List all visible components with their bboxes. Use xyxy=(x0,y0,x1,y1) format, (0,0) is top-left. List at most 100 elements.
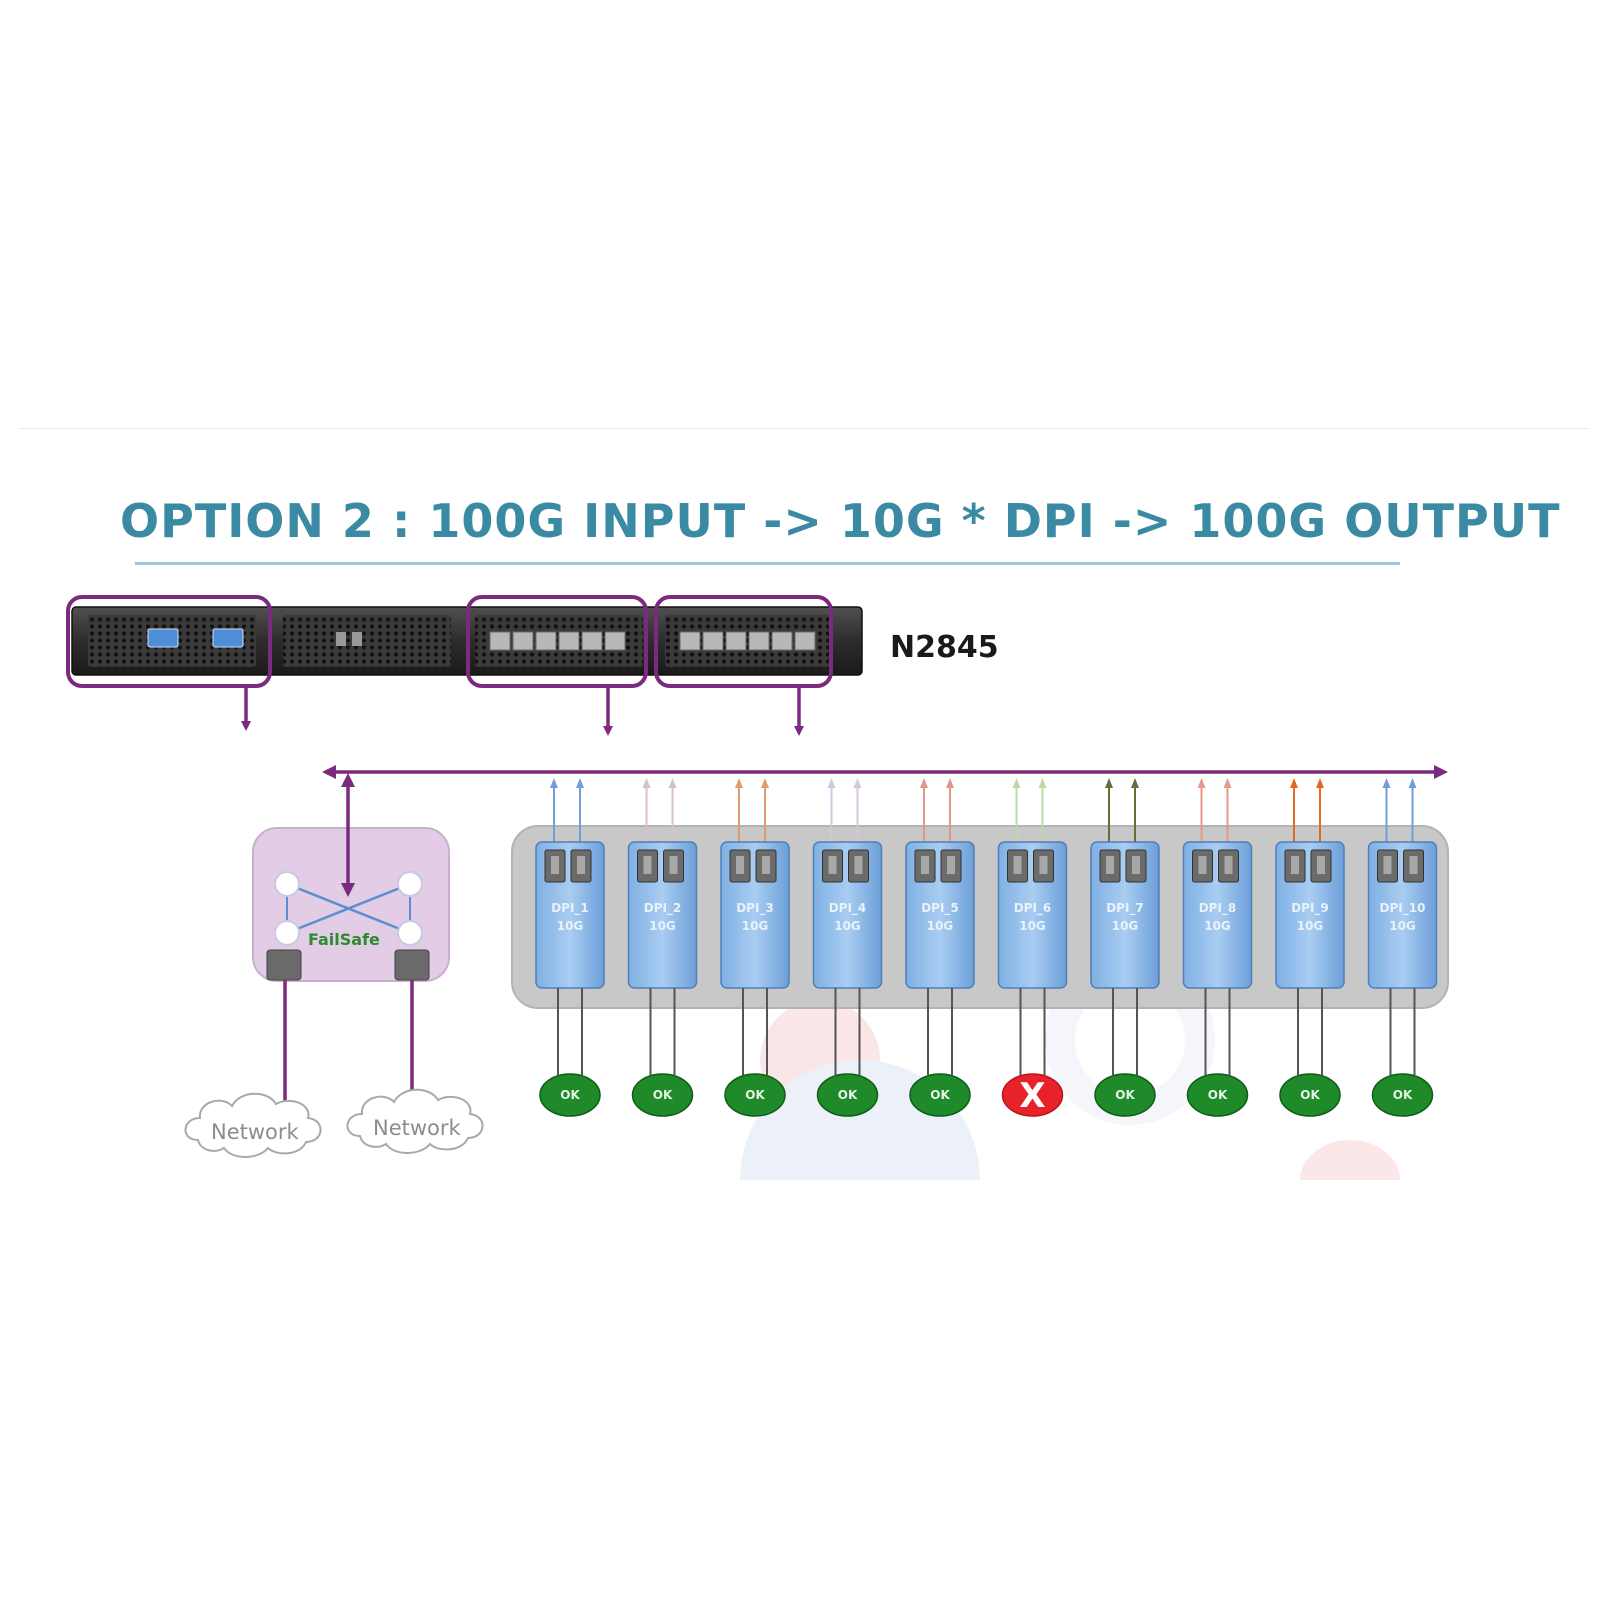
uplink-arrow xyxy=(1012,778,1021,788)
dpi-name-label: DPI_1 xyxy=(551,901,589,916)
sfp-port-group xyxy=(489,631,626,651)
dpi-port-inner xyxy=(1224,856,1233,874)
sfp-port-icon xyxy=(702,631,724,651)
dpi-unit: DPI_5 10G OK xyxy=(905,778,975,1117)
dpi-port-inner xyxy=(551,856,559,874)
dpi-name-label: DPI_9 xyxy=(1291,901,1329,916)
network-label: Network xyxy=(211,1120,300,1144)
uplink-arrow xyxy=(1316,778,1324,788)
network-label: Network xyxy=(373,1116,462,1140)
failsafe-port-icon xyxy=(394,949,430,981)
dpi-port-inner xyxy=(669,856,678,874)
dpi-name-label: DPI_5 xyxy=(921,901,959,916)
dpi-port-inner xyxy=(921,856,929,874)
status-label: OK xyxy=(1115,1088,1135,1102)
dpi-name-label: DPI_10 xyxy=(1380,901,1426,916)
dpi-name-label: DPI_3 xyxy=(736,901,774,916)
sfp-port-icon xyxy=(581,631,603,651)
dpi-port-inner xyxy=(643,856,652,874)
dpi-name-label: DPI_8 xyxy=(1199,901,1237,916)
sfp-port-icon xyxy=(748,631,770,651)
sfp-port-icon xyxy=(512,631,534,651)
dpi-unit: DPI_10 10G OK xyxy=(1367,778,1438,1117)
dpi-port-inner xyxy=(1132,856,1140,874)
uplink-arrow xyxy=(550,778,558,788)
status-label: OK xyxy=(653,1088,673,1102)
uplink-arrow xyxy=(761,778,769,788)
diagram-title: OPTION 2 : 100G INPUT -> 10G * DPI -> 10… xyxy=(120,494,1561,548)
status-label: OK xyxy=(745,1088,765,1102)
status-ok-badge xyxy=(724,1073,786,1117)
uplink-arrow xyxy=(1408,778,1417,788)
status-ok-badge xyxy=(1186,1073,1249,1117)
status-label: OK xyxy=(560,1088,580,1102)
dpi-port-inner xyxy=(1106,856,1114,874)
dpi-port-inner xyxy=(1409,856,1418,874)
status-label: OK xyxy=(930,1088,950,1102)
dpi-speed-label: 10G xyxy=(1019,919,1046,933)
dpi-speed-label: 10G xyxy=(834,919,861,933)
title-underline xyxy=(135,562,1400,565)
port-panel-center xyxy=(283,615,451,667)
uplink-arrow xyxy=(1038,778,1047,788)
top-divider xyxy=(18,428,1590,429)
dpi-speed-label: 10G xyxy=(1204,919,1231,933)
dpi-name-label: DPI_6 xyxy=(1014,901,1052,916)
dpi-unit: DPI_8 10G OK xyxy=(1182,778,1253,1117)
status-label: X xyxy=(1019,1076,1045,1116)
sfp-port-icon xyxy=(604,631,626,651)
uplink-arrow xyxy=(735,778,743,788)
dpi-name-label: DPI_2 xyxy=(644,901,682,916)
uplink-arrow xyxy=(853,778,862,788)
uplink-arrow xyxy=(1105,778,1113,788)
sfp-port-group xyxy=(679,631,816,651)
dpi-port-inner xyxy=(947,856,955,874)
device-label: N2845 xyxy=(890,630,999,665)
dpi-port-inner xyxy=(854,856,863,874)
sfp-port-icon xyxy=(725,631,747,651)
dpi-speed-label: 10G xyxy=(1112,919,1139,933)
dpi-speed-label: 10G xyxy=(557,919,584,933)
dpi-port-inner xyxy=(1198,856,1207,874)
sfp-port-icon xyxy=(489,631,511,651)
qsfp-port-icon xyxy=(147,628,179,648)
status-ok-badge xyxy=(539,1073,601,1117)
dpi-port-inner xyxy=(1291,856,1299,874)
uplink-arrow xyxy=(827,778,836,788)
uplink-arrow xyxy=(1131,778,1139,788)
status-ok-badge xyxy=(631,1073,694,1117)
status-ok-badge xyxy=(816,1073,879,1117)
uplink-arrow xyxy=(1382,778,1391,788)
interconnect-bus xyxy=(322,765,1448,779)
uplink-arrow xyxy=(642,778,651,788)
sfp-port-icon xyxy=(558,631,580,651)
dpi-unit: DPI_2 10G OK xyxy=(627,778,698,1117)
status-label: OK xyxy=(1300,1088,1320,1102)
dpi-name-label: DPI_4 xyxy=(829,901,867,916)
status-label: OK xyxy=(1208,1088,1228,1102)
down-arrows xyxy=(241,686,804,736)
dpi-speed-label: 10G xyxy=(649,919,676,933)
status-fail-badge xyxy=(1001,1073,1064,1117)
dpi-speed-label: 10G xyxy=(927,919,954,933)
sfp-port-icon xyxy=(771,631,793,651)
sfp-port-icon xyxy=(794,631,816,651)
uplink-arrow xyxy=(1197,778,1206,788)
failsafe-module: FailSafe xyxy=(252,773,450,1108)
uplink-arrow xyxy=(1290,778,1298,788)
status-label: OK xyxy=(1393,1088,1413,1102)
highlight-100g-ports xyxy=(66,595,272,688)
dpi-unit: DPI_1 10G OK xyxy=(535,778,605,1117)
sfp-port-icon xyxy=(535,631,557,651)
status-ok-badge xyxy=(909,1073,971,1117)
dpi-speed-label: 10G xyxy=(1389,919,1416,933)
port-highlights xyxy=(66,595,833,688)
failsafe-port-icon xyxy=(266,949,302,981)
dpi-port-inner xyxy=(1317,856,1325,874)
uplink-arrow xyxy=(576,778,584,788)
uplink-arrow xyxy=(920,778,928,788)
status-ok-badge xyxy=(1279,1073,1341,1117)
network-cloud-right: Network xyxy=(346,1088,484,1154)
